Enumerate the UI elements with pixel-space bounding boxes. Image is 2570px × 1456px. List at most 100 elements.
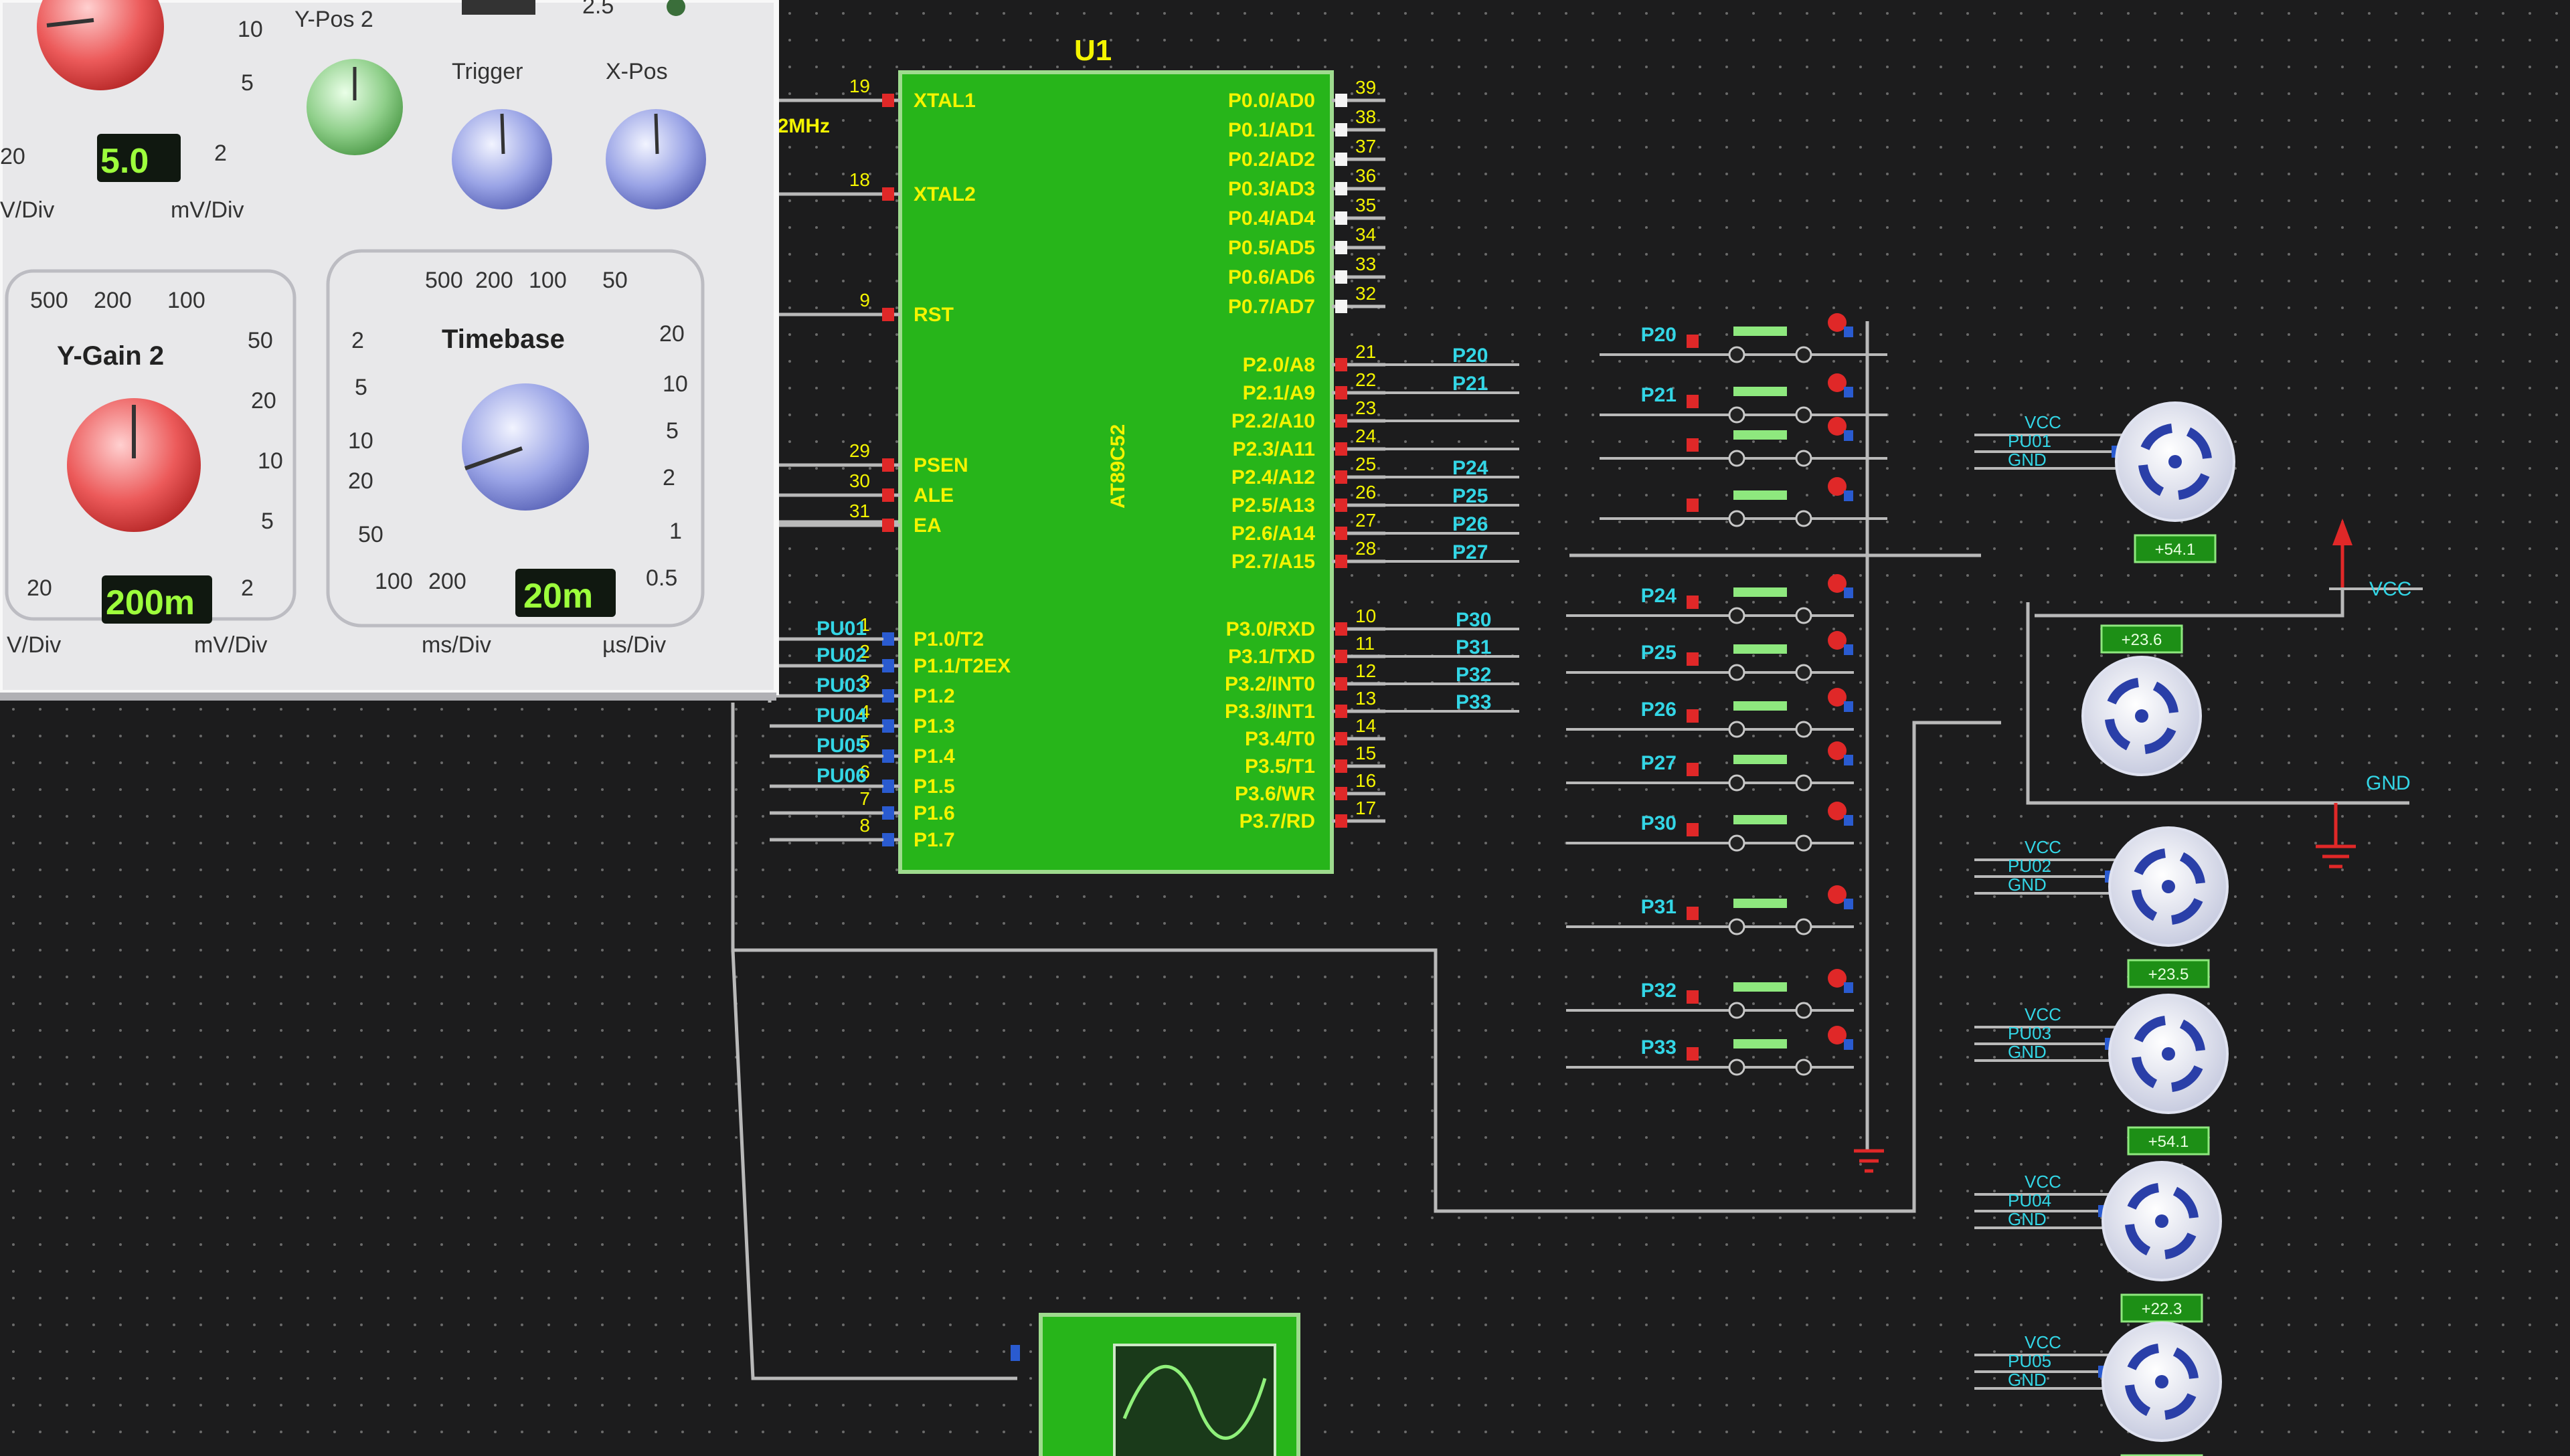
mcu-pin-marker[interactable] <box>1335 386 1347 399</box>
mcu-pin-marker[interactable] <box>1335 527 1347 540</box>
mcu-pin-marker[interactable] <box>1335 182 1347 195</box>
scope-scale-label: 500 <box>425 268 463 293</box>
push-button[interactable]: P24 <box>1566 574 1854 624</box>
stepper-motor[interactable]: +23.6 <box>2081 624 2202 776</box>
push-button[interactable]: P20 <box>1600 313 1887 363</box>
mcu-pin-marker[interactable] <box>882 749 894 763</box>
timebase-knob[interactable] <box>462 383 589 511</box>
mcu-pin-marker[interactable] <box>1335 270 1347 284</box>
mcu-pin-marker[interactable] <box>1335 650 1347 663</box>
mcu-pin-marker[interactable] <box>882 519 894 532</box>
trigger-knob[interactable] <box>452 109 552 209</box>
mcu-pin-marker[interactable] <box>1335 622 1347 636</box>
mcu-pin-marker[interactable] <box>882 806 894 820</box>
mcu-pin-marker[interactable] <box>882 94 894 107</box>
mcu-pin-marker[interactable] <box>1335 442 1347 456</box>
mcu-pin-marker[interactable] <box>882 187 894 201</box>
mcu-pin-marker[interactable] <box>1335 759 1347 773</box>
mcu-pin-marker[interactable] <box>1335 300 1347 313</box>
switch-status-dot <box>1828 373 1847 392</box>
mcu-pin-marker[interactable] <box>1335 705 1347 718</box>
mcu-pin-marker[interactable] <box>1335 814 1347 828</box>
mcu-pin-marker[interactable] <box>1335 414 1347 428</box>
push-button[interactable]: P31 <box>1566 885 1854 935</box>
mcu-pin-number: 38 <box>1355 106 1376 127</box>
ypos2-knob[interactable] <box>307 59 403 155</box>
motor-coil <box>2144 727 2176 754</box>
switch-pin-marker <box>1687 1047 1699 1061</box>
panel-switch[interactable] <box>462 0 535 15</box>
mcu-pin-marker[interactable] <box>1335 123 1347 136</box>
mcu-pin-marker[interactable] <box>1335 153 1347 166</box>
mcu-pin-marker[interactable] <box>1335 358 1347 371</box>
mcu-pin-marker[interactable] <box>882 458 894 472</box>
p3-net-label: P32 <box>1456 664 1491 686</box>
ygain-knob[interactable] <box>67 398 201 532</box>
scope-scale-label: 10 <box>663 371 688 397</box>
mcu-pin-name: P2.5/A13 <box>1231 494 1315 517</box>
mcu-pin-marker[interactable] <box>1335 211 1347 225</box>
mcu-pin-marker[interactable] <box>882 632 894 646</box>
switch-contact <box>1795 664 1812 681</box>
mcu-pin-marker[interactable] <box>1335 732 1347 745</box>
push-button[interactable]: P25 <box>1566 631 1854 681</box>
switch-plunger <box>1733 490 1787 500</box>
mcu-pin-name: P3.2/INT0 <box>1225 673 1315 695</box>
mcu-pin-marker[interactable] <box>882 659 894 672</box>
mcu-pin-number: 30 <box>849 470 870 491</box>
p2-net-label: P25 <box>1452 485 1488 507</box>
vcc-symbol[interactable]: VCC <box>2329 519 2423 600</box>
mcu-pin-marker[interactable] <box>1335 555 1347 568</box>
p2-net-label: P26 <box>1452 513 1488 535</box>
mcu-pin-marker[interactable] <box>1335 470 1347 484</box>
switch-status-square <box>1844 982 1853 993</box>
gnd-symbol-right[interactable]: GND <box>2316 772 2411 869</box>
mcu-pin-number: 3 <box>859 671 870 692</box>
mcu-pin-marker[interactable] <box>1335 787 1347 800</box>
oscilloscope-panel[interactable]: 5.0 10 5 2 20 Y-Pos 2 2.5 Trigger X-Pos … <box>0 0 779 701</box>
mcu-pin-marker[interactable] <box>882 308 894 321</box>
mcu-pin-marker[interactable] <box>882 833 894 846</box>
mcu-pin-marker[interactable] <box>1335 498 1347 512</box>
motor-coil <box>2172 1186 2199 1219</box>
mcu-u1[interactable]: U1 AT89C52 19XTAL118XTAL29RST29PSEN30ALE… <box>766 34 1385 874</box>
mcu-pin-name: PSEN <box>914 454 968 476</box>
stepper-motor-array: VCCPU01GND+54.1+23.6VCCPU02GND+23.5VCCPU… <box>1974 401 2235 1456</box>
mcu-pin-marker[interactable] <box>882 780 894 793</box>
mcu-body[interactable] <box>898 70 1334 874</box>
push-button[interactable]: P21 <box>1600 373 1887 424</box>
push-button[interactable]: P33 <box>1566 1026 1854 1076</box>
oscilloscope-symbol[interactable] <box>1011 1313 1300 1456</box>
gnd-symbol-switches[interactable] <box>1854 1149 1884 1173</box>
switch-pin-marker <box>1687 907 1699 920</box>
push-button[interactable] <box>1600 477 1887 527</box>
mcu-pin-marker[interactable] <box>1335 677 1347 691</box>
motor-angle-tag: +54.1 <box>2148 1133 2189 1151</box>
push-button[interactable]: P26 <box>1566 688 1854 738</box>
mcu-pin-marker[interactable] <box>1335 94 1347 107</box>
motor-net-label: PU02 <box>2008 856 2051 876</box>
mcu-pin-marker[interactable] <box>882 689 894 703</box>
mcu-pin-marker[interactable] <box>882 719 894 733</box>
mcu-pin-marker[interactable] <box>1335 241 1347 254</box>
motor-vcc-label: VCC <box>2025 412 2061 432</box>
motor-angle-box <box>2100 624 2183 654</box>
push-button[interactable]: P32 <box>1566 969 1854 1019</box>
mcu-pin-marker[interactable] <box>882 488 894 502</box>
xpos-knob[interactable] <box>606 109 706 209</box>
push-button[interactable]: P27 <box>1566 741 1854 792</box>
switch-plunger <box>1733 755 1787 764</box>
switch-contact <box>1795 510 1812 527</box>
push-button[interactable]: P30 <box>1566 802 1854 852</box>
push-button[interactable] <box>1600 417 1887 467</box>
mcu-pin-number: 6 <box>859 761 870 782</box>
